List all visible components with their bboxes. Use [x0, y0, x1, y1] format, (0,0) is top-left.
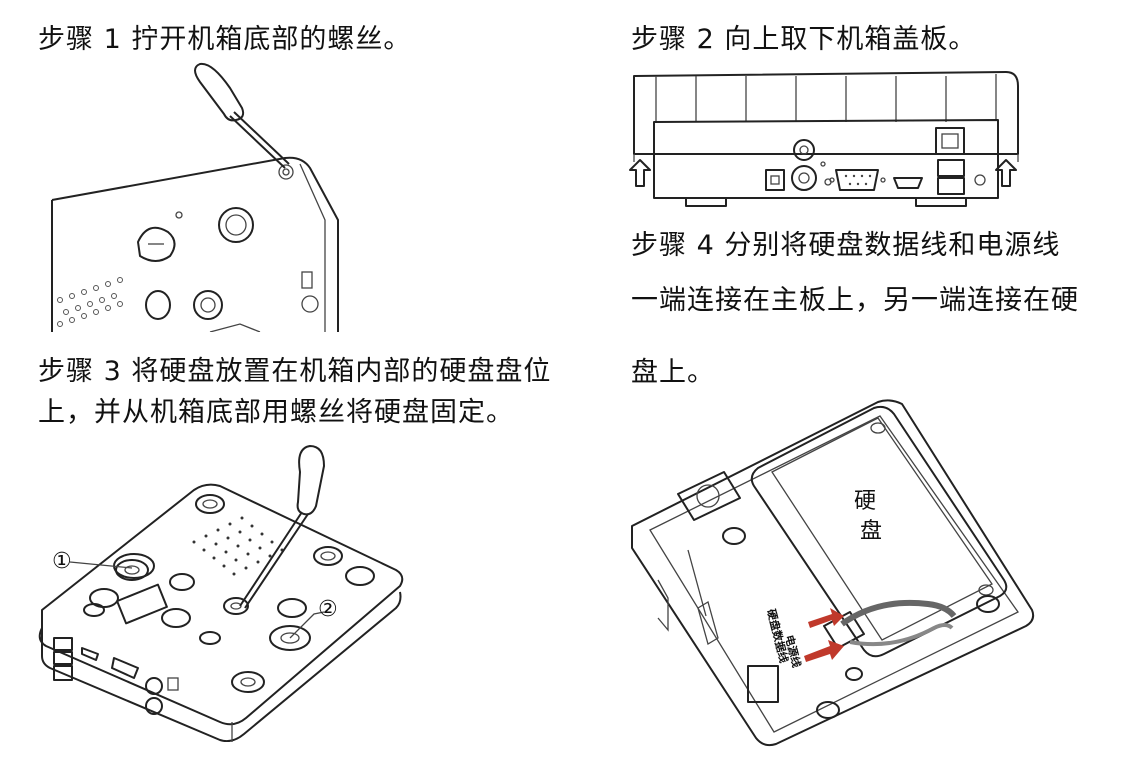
step2-figure	[626, 66, 1026, 212]
callout-2: ②	[318, 597, 338, 622]
step4-text-line1: 步骤 4 分别将硬盘数据线和电源线	[631, 230, 1061, 261]
hdd-label-1: 硬	[854, 489, 877, 514]
hdd-label-2: 盘	[860, 519, 883, 544]
step1-figure	[40, 60, 370, 332]
callout-1: ①	[52, 549, 72, 574]
step4-text-line3: 盘上。	[631, 357, 715, 388]
step3-figure: ① ②	[34, 442, 404, 742]
step1-text: 步骤 1 拧开机箱底部的螺丝。	[38, 24, 412, 55]
step4-figure: 硬 盘 硬盘数据线 电源线	[628, 398, 1048, 748]
step3-text-line1: 步骤 3 将硬盘放置在机箱内部的硬盘盘位	[38, 356, 552, 387]
step3-text-line2: 上，并从机箱底部用螺丝将硬盘固定。	[38, 397, 514, 428]
step2-text: 步骤 2 向上取下机箱盖板。	[631, 24, 977, 55]
step4-text-line2: 一端连接在主板上，另一端连接在硬	[631, 285, 1079, 316]
